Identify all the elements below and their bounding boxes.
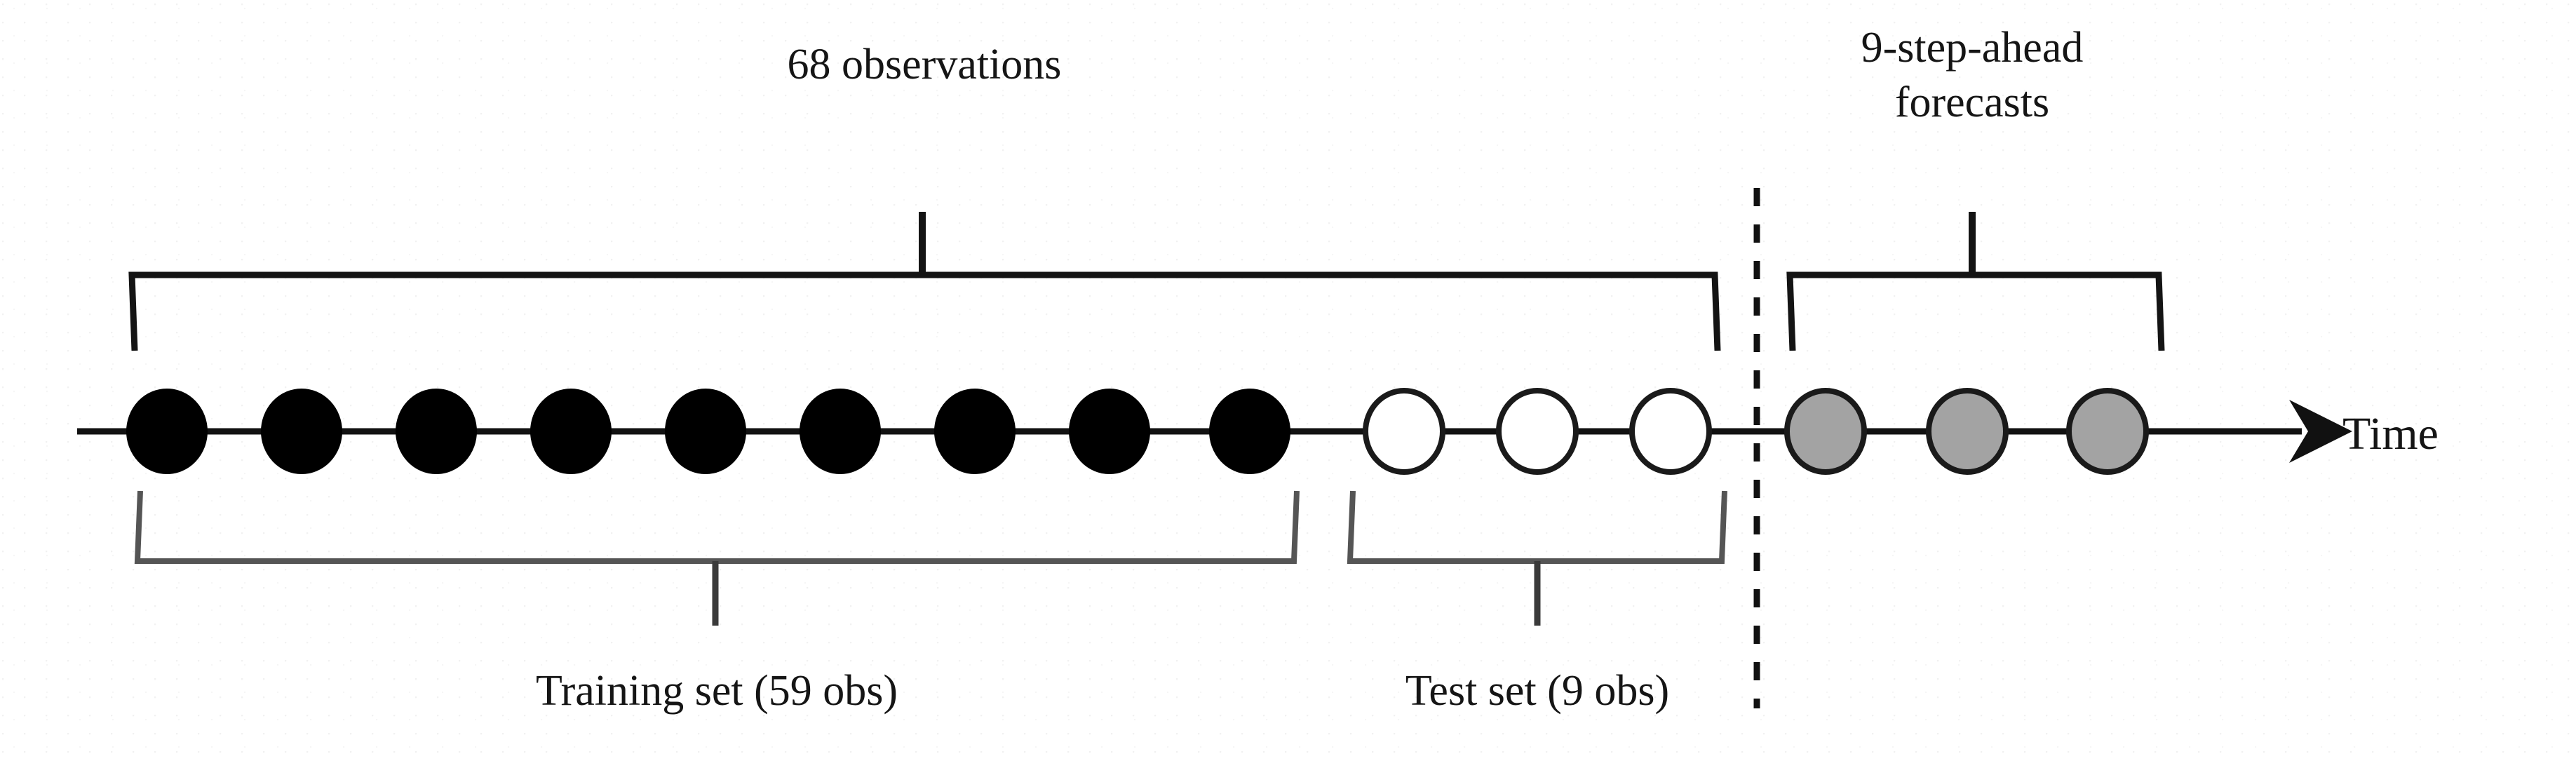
brace-observations [128,212,1721,351]
forecast-markers-group [1784,388,2149,475]
observation-marker-filled[interactable] [1209,389,1290,474]
time-axis-label: Time [2342,408,2439,459]
observation-marker-filled[interactable] [800,389,881,474]
forecast-horizon-label-line1: 9-step-ahead [1861,24,2084,72]
brace-test-set [1347,490,1727,626]
brace-test-set-path [1347,490,1727,564]
observation-marker-filled[interactable] [530,389,612,474]
observation-marker-filled[interactable] [665,389,746,474]
observation-marker-open[interactable] [1496,388,1579,475]
test-markers-group [1363,388,1712,475]
forecast-marker-shaded[interactable] [1926,388,2009,475]
observation-marker-filled[interactable] [396,389,477,474]
brace-observations-path [128,271,1721,351]
training-markers-group [126,389,1290,474]
observation-marker-filled[interactable] [1069,389,1150,474]
brace-forecasts [1786,212,2165,351]
observation-marker-open[interactable] [1629,388,1712,475]
observation-marker-filled[interactable] [261,389,342,474]
test-set-label: Test set (9 obs) [1405,667,1669,715]
observation-marker-open[interactable] [1363,388,1445,475]
observation-marker-filled[interactable] [126,389,208,474]
observations-count-label: 68 observations [788,41,1062,88]
forecast-marker-shaded[interactable] [1784,388,1867,475]
forecast-horizon-label-line2: forecasts [1895,79,2049,126]
forecast-marker-shaded[interactable] [2066,388,2149,475]
brace-forecasts-path [1786,271,2165,351]
brace-training-set-path [134,490,1300,564]
brace-training-set [134,490,1300,626]
observation-marker-filled[interactable] [934,389,1016,474]
training-set-label: Training set (59 obs) [536,667,898,715]
